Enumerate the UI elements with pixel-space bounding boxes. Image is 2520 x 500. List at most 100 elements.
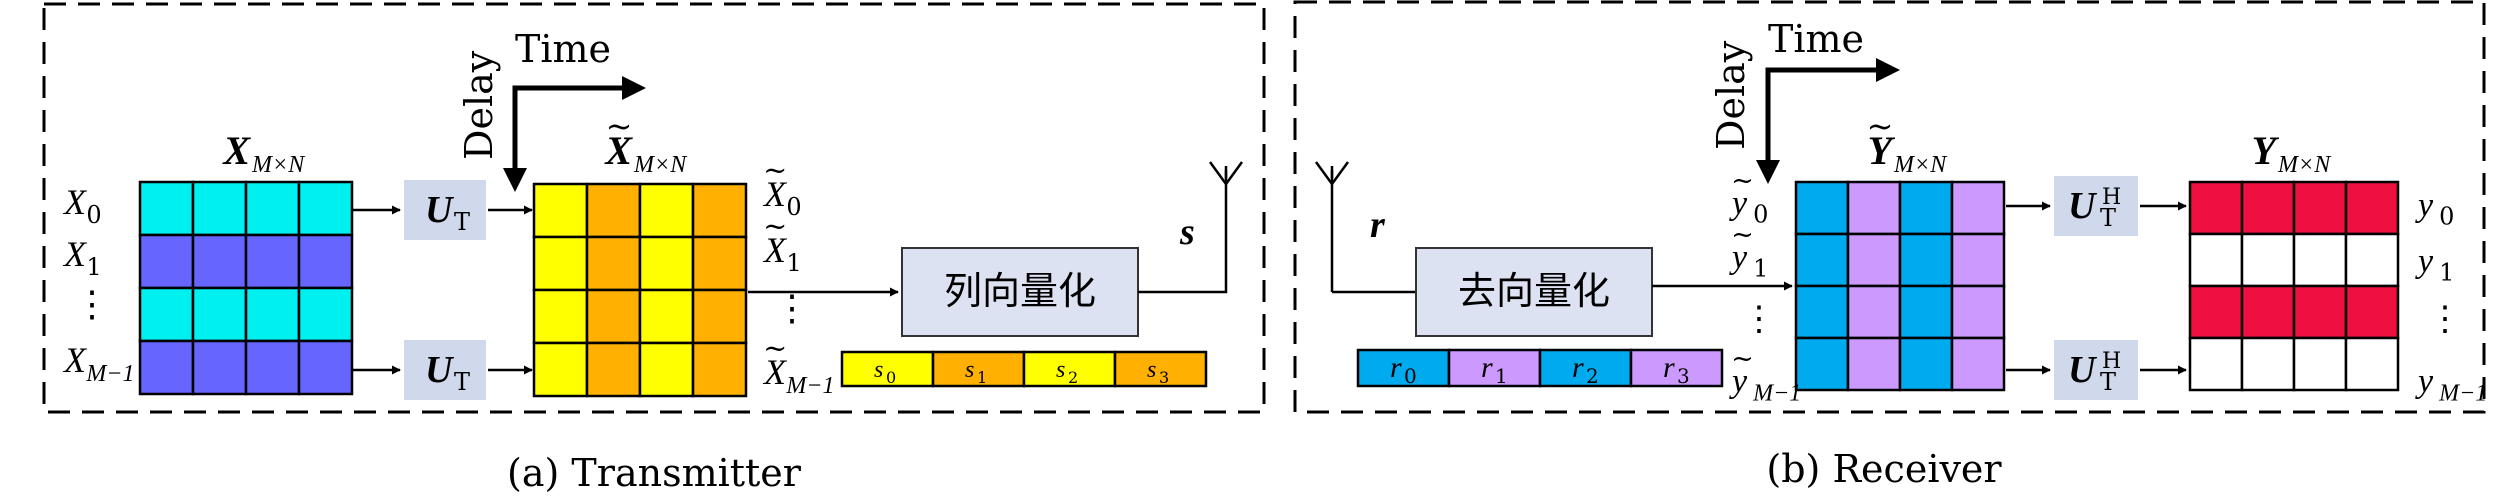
x-tilde-matrix-cell bbox=[638, 235, 695, 292]
y-row-label-sub: 1 bbox=[2439, 259, 2454, 287]
x-matrix-cell bbox=[191, 339, 248, 396]
x-tilde-row-label-sub: M−1 bbox=[785, 373, 834, 399]
receiver-dashed-frame bbox=[1293, 0, 2486, 414]
receiver-caption: (b) Receiver bbox=[1766, 447, 2002, 491]
y-tilde-matrix-cell bbox=[1950, 232, 2006, 288]
x-row-label-sub: M−1 bbox=[85, 361, 134, 387]
x-tilde-matrix-cell bbox=[585, 341, 642, 398]
uth-box-top-sub: T bbox=[2100, 204, 2116, 232]
x-row-label-sub: 0 bbox=[86, 201, 101, 229]
y-matrix-cell bbox=[2344, 232, 2400, 288]
r-vector-cell-label: r bbox=[1663, 351, 1675, 384]
x-matrix-cell bbox=[297, 233, 354, 290]
x-matrix bbox=[138, 180, 354, 396]
s-vector-cell-sub: 2 bbox=[1068, 368, 1078, 387]
uth-box-bottom-sub: T bbox=[2100, 368, 2116, 396]
x-tilde-matrix-cell bbox=[691, 235, 748, 292]
uth-box-bottom-sup: H bbox=[2102, 349, 2121, 374]
y-row-label-base: y bbox=[2415, 243, 2434, 280]
y-tilde-matrix-cell bbox=[1794, 232, 1850, 288]
uth-box-top bbox=[2054, 176, 2138, 236]
r-vector-cell-sub: 0 bbox=[1404, 364, 1417, 388]
ut-box-bottom bbox=[404, 340, 486, 400]
x-tilde-row-label-tilde: ~ bbox=[763, 331, 787, 365]
s-vector-cell bbox=[1022, 350, 1117, 388]
x-tilde-row-label-base: X bbox=[762, 352, 788, 392]
x-matrix-cell bbox=[244, 180, 301, 237]
r-vector-cell-label: r bbox=[1481, 351, 1493, 384]
y-matrix-cell bbox=[2292, 284, 2348, 340]
vertical-ellipsis: ⋮ bbox=[2428, 299, 2462, 339]
y-row-label-sub: M−1 bbox=[2438, 381, 2487, 407]
y-tilde-matrix-cell bbox=[1950, 336, 2006, 392]
x-row-label-sub: 1 bbox=[86, 253, 101, 281]
tx-antenna-icon bbox=[1208, 161, 1244, 185]
y-tilde-matrix bbox=[1794, 180, 2006, 392]
rx-delay-arrowhead bbox=[1756, 160, 1780, 184]
x-tilde-matrix-cell bbox=[585, 235, 642, 292]
x-matrix-cell bbox=[138, 233, 195, 290]
y-tilde-matrix-cell bbox=[1950, 284, 2006, 340]
y-matrix-size: M×N bbox=[2277, 152, 2332, 178]
y-tilde-matrix-cell bbox=[1898, 232, 1954, 288]
r-vector-cell-label: r bbox=[1390, 351, 1402, 384]
y-tilde-matrix-title: Y bbox=[1868, 128, 1896, 173]
x-matrix-cell bbox=[244, 233, 301, 290]
de-vectorize-label: 去向量化 bbox=[1458, 269, 1610, 313]
x-matrix-cell bbox=[138, 339, 195, 396]
y-tilde-matrix-cell bbox=[1794, 336, 1850, 392]
x-row-label-base: X bbox=[62, 234, 88, 274]
y-tilde-row-label-tilde: ~ bbox=[1731, 166, 1754, 197]
y-matrix-cell bbox=[2188, 232, 2244, 288]
y-tilde-matrix-cell bbox=[1846, 180, 1902, 236]
r-vector-cell-label: r bbox=[1572, 351, 1584, 384]
r-vector-cell-sub: 1 bbox=[1495, 364, 1508, 388]
column-vectorize-label: 列向量化 bbox=[944, 269, 1096, 313]
x-tilde-row-label-tilde: ~ bbox=[763, 153, 787, 187]
x-tilde-matrix-size: M×N bbox=[633, 152, 688, 178]
x-tilde-matrix-cell bbox=[532, 182, 589, 239]
y-tilde-row-label-sub: 1 bbox=[1753, 255, 1768, 283]
x-matrix-cell bbox=[297, 286, 354, 343]
x-matrix-cell bbox=[191, 233, 248, 290]
y-matrix-cell bbox=[2344, 180, 2400, 236]
rx-time-label: Time bbox=[1768, 17, 1864, 61]
y-tilde-matrix-size: M×N bbox=[1893, 152, 1948, 178]
y-tilde-row-label-base: y bbox=[1729, 185, 1748, 222]
tx-delay-arrowhead bbox=[503, 168, 527, 192]
x-tilde-matrix-cell bbox=[691, 341, 748, 398]
x-matrix-cell bbox=[191, 286, 248, 343]
x-matrix-cell bbox=[138, 180, 195, 237]
uth-box-top-sup: H bbox=[2102, 185, 2121, 210]
y-matrix-cell bbox=[2240, 336, 2296, 392]
r-vector-cell bbox=[1538, 348, 1633, 388]
x-tilde-row-label-tilde: ~ bbox=[763, 209, 787, 243]
y-tilde-matrix-cell bbox=[1846, 284, 1902, 340]
rx-time-delay-axes bbox=[1765, 67, 1895, 176]
r-vector-cell bbox=[1629, 348, 1724, 388]
rx-time-arrowhead bbox=[1876, 58, 1900, 82]
x-row-label: ⋮ bbox=[74, 284, 110, 325]
x-tilde-row-label-sub: 1 bbox=[786, 249, 801, 277]
s-vector-cell-label: s bbox=[1056, 357, 1065, 383]
tx-time-label: Time bbox=[515, 27, 611, 71]
y-matrix-cell bbox=[2188, 180, 2244, 236]
x-matrix-size: M×N bbox=[251, 152, 306, 178]
x-matrix-cell bbox=[191, 180, 248, 237]
uth-box-top-label: U bbox=[2068, 185, 2098, 227]
y-matrix-cell bbox=[2292, 180, 2348, 236]
y-matrix-cell bbox=[2240, 180, 2296, 236]
x-tilde-matrix-title: X bbox=[603, 128, 633, 173]
